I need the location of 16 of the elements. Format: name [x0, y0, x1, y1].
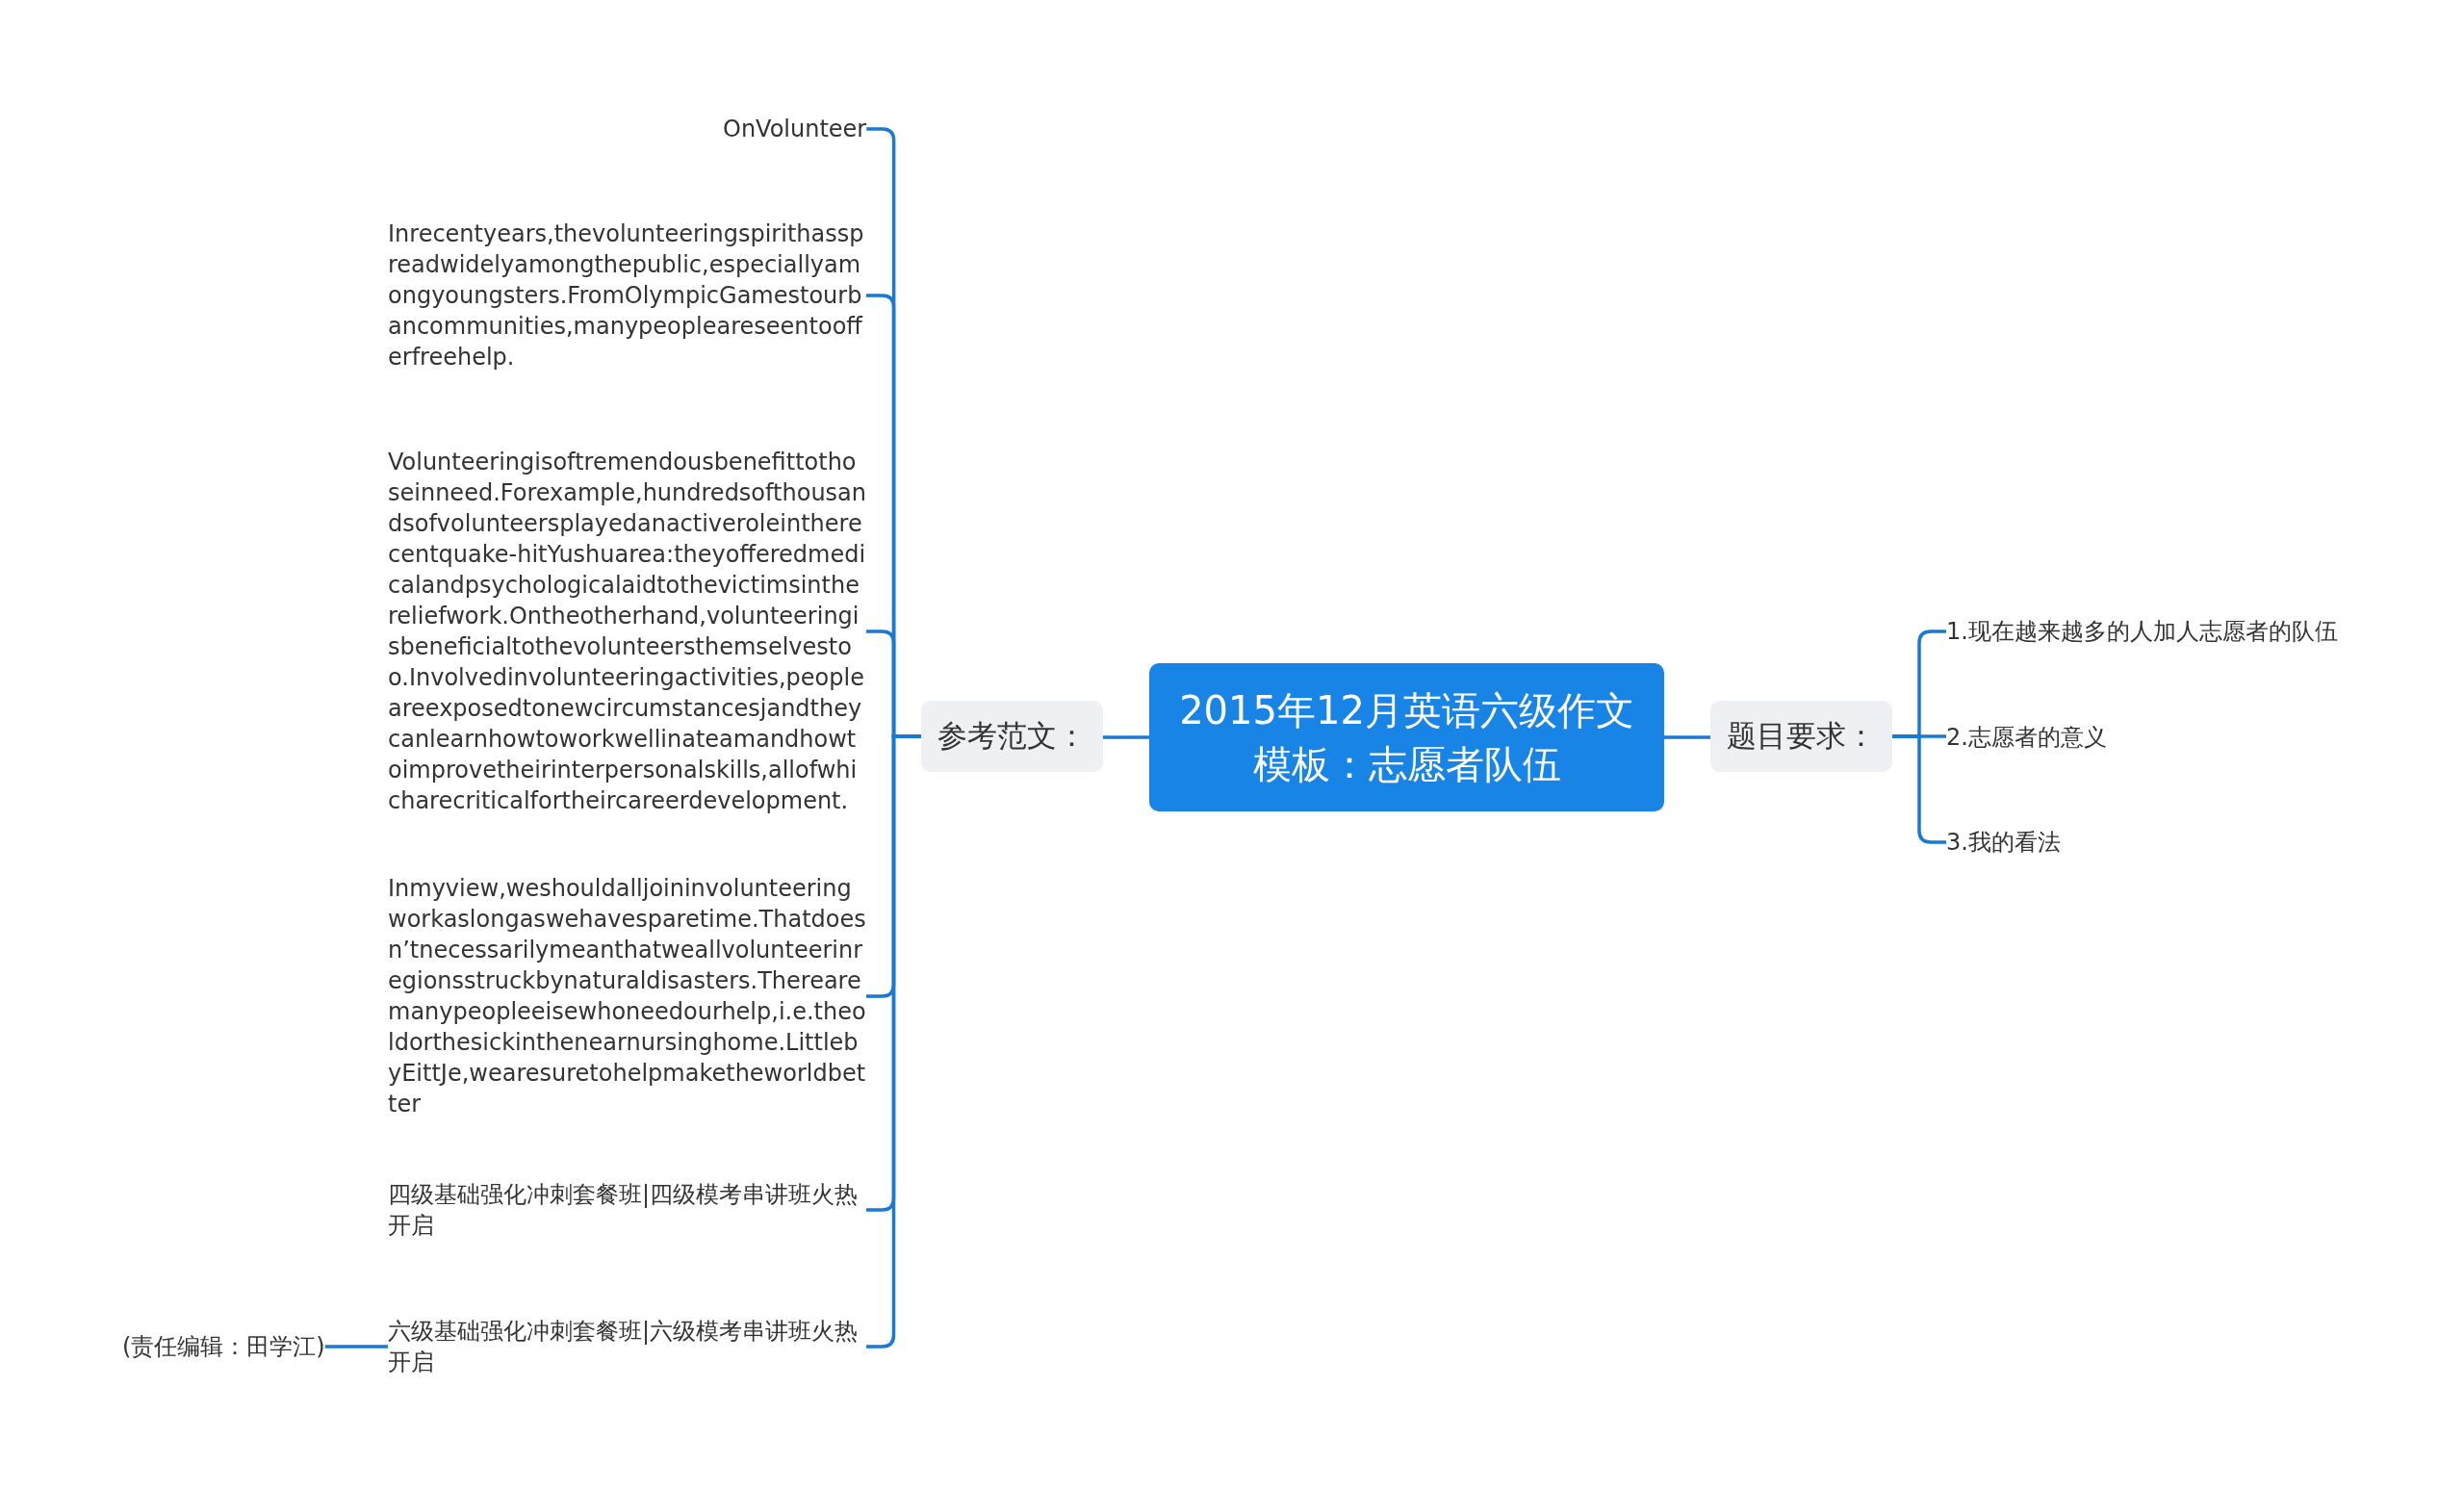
list-item: 2.志愿者的意义 — [1946, 722, 2107, 753]
paragraph: Volunteeringisoftremendousbenefittothoseinneed.Forexample,hundredsofthousandsofvolunteersplayedanactiveroleintherecentquake-hitYushuarea:theyofferedmedicalandpsychologicalaidtothevictimsinthereliefwork.Ontheotherhand,volunteeringisbeneficialtothevolunteersthemselvestoo.Involvedinvolunteeringactivities,peopleareexposedtonewcircumstancesjandtheycanlearnhowtoworkwellinateamandhowtoimprovetheirinterpersonalskills,allofwhicharecriticalfortheircareerdevelopment. — [388, 447, 866, 816]
connector — [1664, 735, 1710, 739]
list-item: 1.现在越来越多的人加人志愿者的队伍 — [1946, 616, 2338, 647]
central-topic-box: 2015年12月英语六级作文模板：志愿者队伍 — [1149, 663, 1664, 811]
heading-text: OnVolunteer — [723, 114, 867, 144]
branch-box: 参考范文： — [921, 701, 1103, 772]
paragraph: 六级基础强化冲刺套餐班|六级模考串讲班火热开启 — [388, 1316, 866, 1377]
paragraph: Inrecentyears,thevolunteeringspirithasspreadwidelyamongthepublic,especiallyamongyoungsters.FromOlympicGamestourbancommunities,manypeopleareseentoofferfreehelp. — [388, 218, 866, 372]
paragraph: Inmyview,weshouldalljoininvolunteeringworkaslongaswehavesparetime.Thatdoesn’tnecessarilymeanthatweallvolunteerinregionsstruckbynaturaldisasters.Therearemanypeopleeisewhoneedourhelp,i.e.theoldorthesickinthenearnursinghome.LittlebyEittJe,wearesuretohelpmaketheworldbetter — [388, 873, 866, 1119]
paragraph: 四级基础强化冲刺套餐班|四级模考串讲班火热开启 — [388, 1179, 866, 1241]
list-item: 3.我的看法 — [1946, 827, 2061, 858]
credit-text: (责任编辑：田学江) — [122, 1331, 325, 1362]
branch-box: 题目要求： — [1710, 701, 1892, 772]
connector — [324, 1345, 388, 1349]
connector — [1103, 735, 1149, 739]
